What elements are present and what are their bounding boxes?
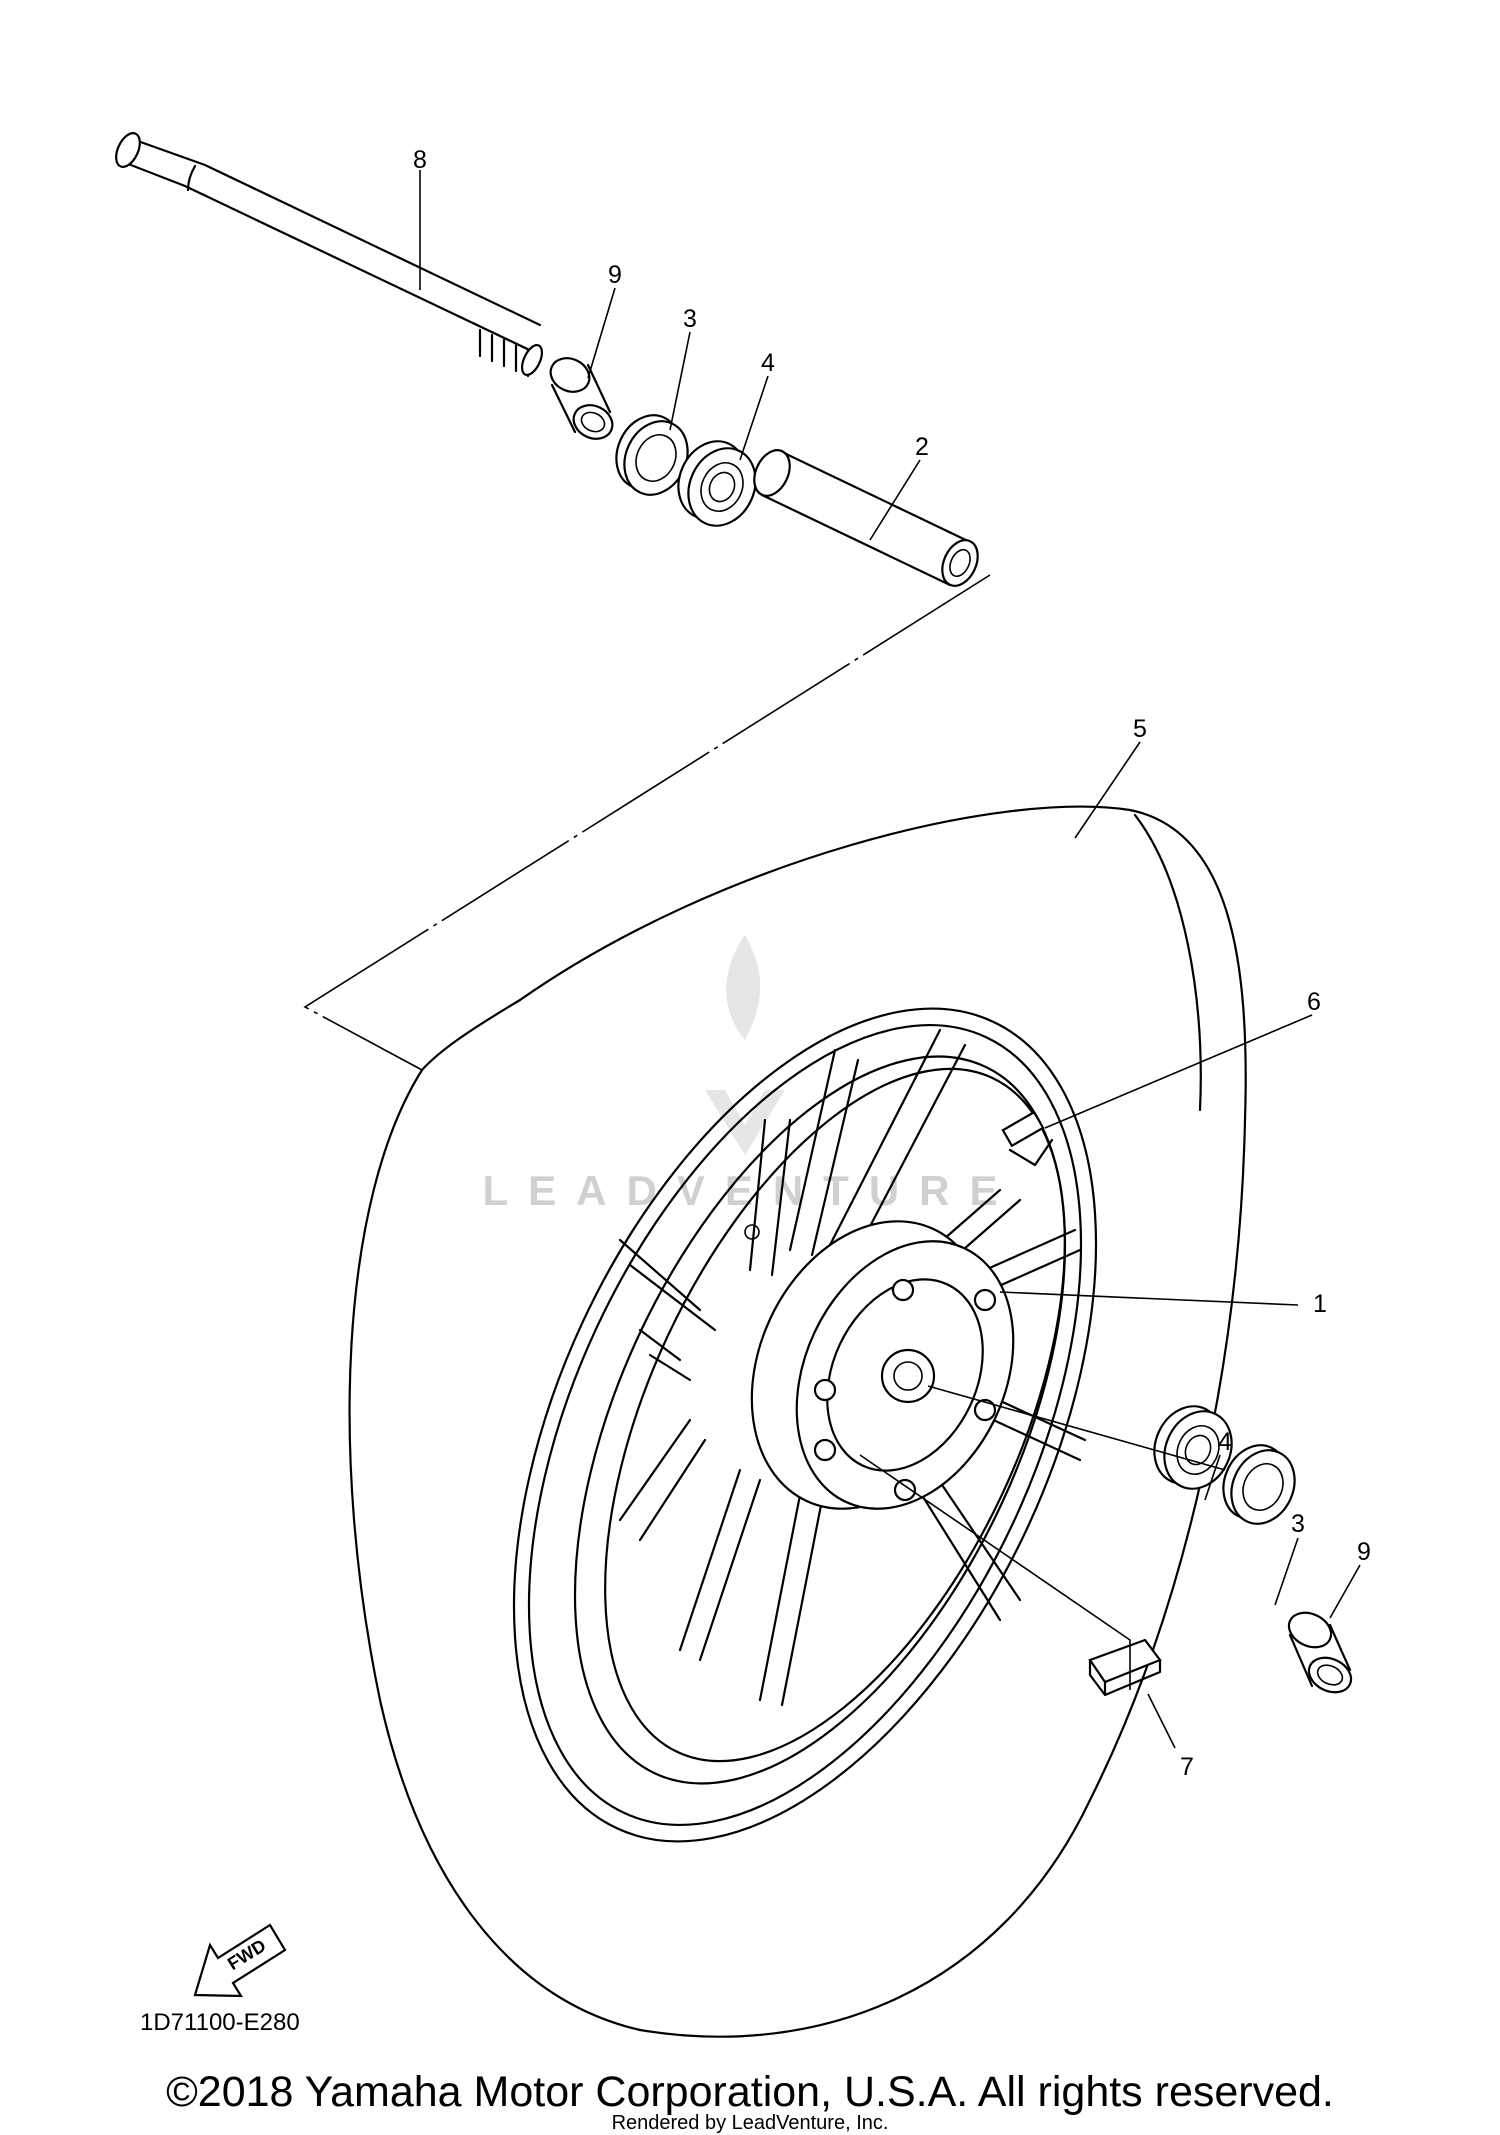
callout-7: 7 [1180,1753,1194,1781]
collar-top [549,357,614,440]
bearing-top [677,440,757,527]
rendered-by-credit: Rendered by LeadVenture, Inc. [611,2112,889,2134]
drawing-code: 1D71100-E280 [140,2009,300,2036]
callout-8: 8 [413,146,427,174]
hub-bolt [973,1288,997,1312]
hub-bolt [813,1438,837,1462]
callout-6: 6 [1307,988,1321,1016]
callout-1: 1 [1313,1290,1327,1318]
callout-5: 5 [1133,715,1147,743]
leader-lines [419,170,1361,1749]
watermark-text: LEADVENTURE [482,1167,1017,1214]
callouts: 8 9 3 4 2 5 6 1 4 3 9 7 [413,146,1371,1781]
assembly-line [303,574,991,1071]
hub [744,1220,1015,1510]
tire [348,805,1247,2038]
watermark-logo [705,935,785,1155]
callout-4-top: 4 [761,349,775,377]
hub-bolt [893,1478,917,1502]
copyright-footer: ©2018 Yamaha Motor Corporation, U.S.A. A… [166,2068,1334,2116]
hub-bolt [973,1398,997,1422]
spokes [618,1028,1087,1707]
rim [512,1007,1098,1843]
oil-seal-top [615,414,689,496]
callout-2: 2 [915,433,929,461]
collar-bottom [1287,1611,1353,1694]
callout-4-bottom: 4 [1218,1428,1232,1456]
callout-3-bottom: 3 [1291,1510,1305,1538]
valve [1001,1110,1054,1167]
fwd-arrow-icon: FWD [193,1923,287,1998]
callout-3-top: 3 [683,305,697,333]
spacer-collar [753,449,979,587]
callout-9-top: 9 [608,261,622,289]
axle [115,132,544,378]
hub-bolt [891,1278,915,1302]
watermark: LEADVENTURE [482,935,1017,1214]
balance-weight [1088,1638,1162,1697]
hub-bolt [813,1378,837,1402]
callout-9-bottom: 9 [1357,1538,1371,1566]
oil-seal-bottom [1222,1444,1296,1525]
